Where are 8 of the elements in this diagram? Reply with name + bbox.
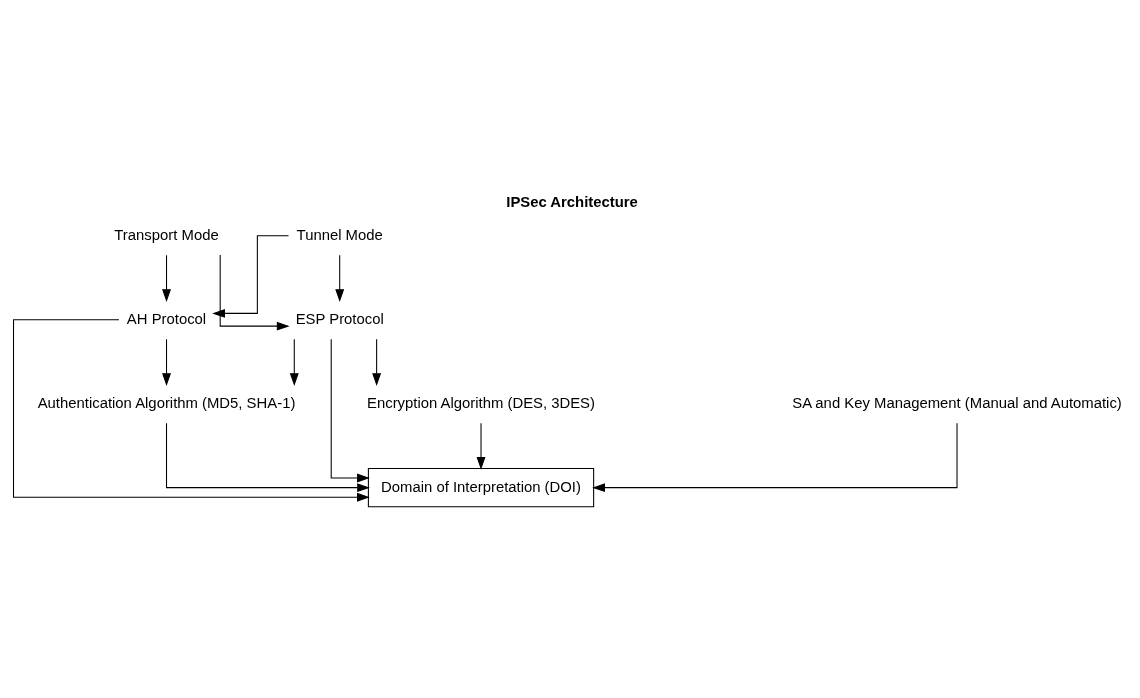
node-text: SA and Key Management (Manual and Automatic)	[792, 394, 1122, 411]
node-text: Tunnel Mode	[296, 226, 383, 243]
node-text: Authentication Algorithm (MD5, SHA-1)	[37, 394, 296, 411]
node-text: ESP Protocol	[295, 310, 384, 327]
node-text: Transport Mode	[114, 226, 219, 243]
node-text: AH Protocol	[126, 310, 207, 327]
node-text: Encryption Algorithm (DES, 3DES)	[367, 394, 595, 411]
diagram-title: IPSec Architecture	[506, 193, 638, 210]
